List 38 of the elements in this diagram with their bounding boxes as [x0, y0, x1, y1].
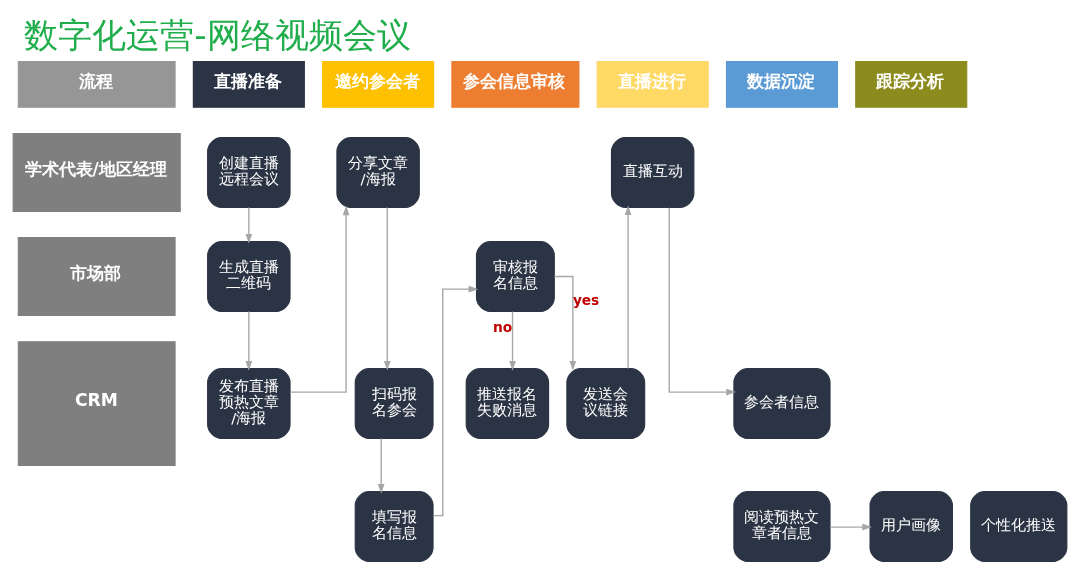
node-box: 邀约参会者 [322, 60, 435, 108]
arrow [829, 523, 872, 530]
node-box: 审核报名信息 [475, 240, 555, 312]
node-box: 个性化推送 [970, 490, 1068, 562]
node-box: 直播进行 [596, 60, 709, 108]
arrow [432, 285, 479, 516]
node-box: 参会信息审核 [451, 60, 580, 108]
node-box: 填写报名信息 [354, 490, 434, 562]
arrow [245, 206, 253, 244]
node-box: 参会者信息 [733, 367, 831, 439]
arrow [289, 205, 350, 393]
arrow [624, 204, 632, 369]
node-box: 扫码报名参会 [354, 367, 434, 439]
node-box: 用户画像 [869, 490, 953, 562]
node-box: 发送会议链接 [566, 367, 646, 439]
arrow [377, 437, 385, 494]
arrow [383, 206, 391, 371]
node-box: 跟踪分析 [855, 60, 968, 108]
node-box: 直播准备 [192, 60, 305, 108]
arrow [668, 206, 736, 395]
diagram-title: 数字化运营-网络视频会议 [24, 14, 411, 55]
node-box: 分享文章/海报 [336, 136, 420, 208]
node-box: 生成直播二维码 [207, 240, 291, 312]
node-box: 推送报名失败消息 [465, 367, 550, 439]
node-box: 数据沉淀 [725, 60, 839, 108]
arrow [245, 310, 253, 371]
node-box: 直播互动 [610, 136, 695, 208]
node-box: 创建直播远程会议 [207, 136, 291, 208]
node-box: 阅读预热文章者信息 [733, 490, 831, 562]
node-box: 学术代表/地区经理 [12, 132, 181, 212]
edge-label: yes [572, 291, 600, 308]
node-box: 市场部 [17, 236, 176, 316]
node-box: 发布直播预热文章/海报 [207, 367, 291, 439]
arrow [509, 310, 516, 371]
edge-label: no [493, 318, 513, 335]
node-box: 流程 [17, 60, 176, 108]
arrow [553, 275, 577, 371]
node-box: CRM [17, 340, 176, 466]
